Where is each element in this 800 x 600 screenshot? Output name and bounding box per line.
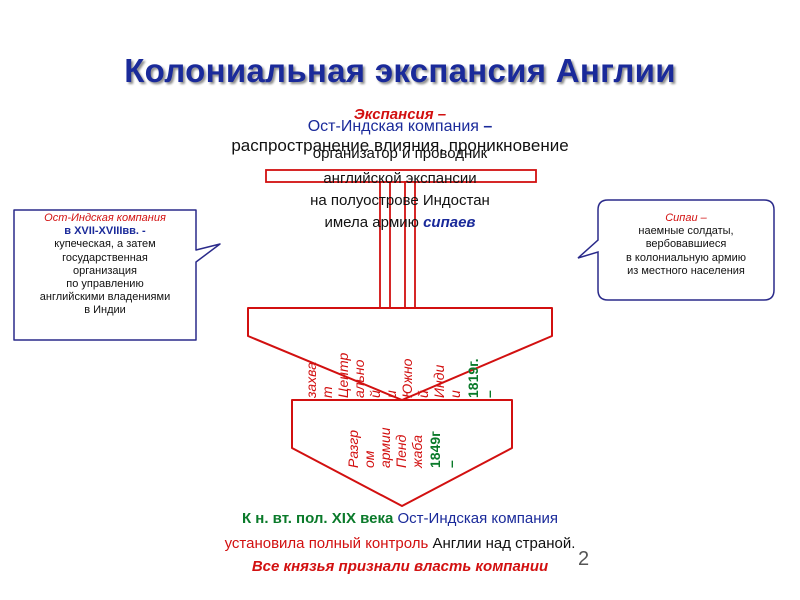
summary-line-1: К н. вт. пол. XIX века Ост-Индская компа… <box>0 510 800 527</box>
left-callout-line: английскими владениями <box>39 291 171 304</box>
expansion-definition: распространение влияния, проникновение <box>231 136 569 155</box>
left-callout-line: по управлению <box>66 278 144 291</box>
company-name: Ост-Индская компания <box>307 118 479 135</box>
event-1819-text: захва т Центр ально й и Южно й Инди и <box>303 352 463 398</box>
event-1819-year: 1819г. – <box>465 358 497 398</box>
company-heading: Ост-Индская компания – <box>250 118 550 136</box>
summary-line-2: установила полный контроль Англии над ст… <box>0 535 800 552</box>
event-1849: Разгр ом армии Пенд жаба 1849г – <box>296 408 508 468</box>
left-callout-line: государственная <box>62 251 148 264</box>
company-line-5-prefix: имела армию <box>324 214 424 231</box>
company-dash: – <box>478 118 493 135</box>
left-callout: Ост-Индская компания в XVII-XVIIIвв. - к… <box>16 212 194 318</box>
summary-country: Англии над страной. <box>428 535 576 552</box>
right-callout-line: в колониальную армию <box>626 251 746 264</box>
left-callout-title: Ост-Индская компания <box>44 212 166 224</box>
company-line-5: имела армию сипаев <box>220 214 580 231</box>
right-callout-line: наемные солдаты, <box>638 225 734 238</box>
event-1849-text: Разгр ом армии Пенд жаба <box>345 427 425 468</box>
page-title: Колониальная экспансия Англии <box>124 52 676 89</box>
right-callout-box <box>577 199 775 301</box>
event-1819: захва т Центр ально й и Южно й Инди и 18… <box>254 318 546 398</box>
right-callout-line: из местного населения <box>627 264 745 277</box>
left-callout-line: купеческая, а затем <box>54 238 156 251</box>
right-callout-line: вербовавшиеся <box>645 238 727 251</box>
sepoy-highlight: сипаев <box>423 214 476 231</box>
header-bar <box>265 169 537 183</box>
arrow-shape-1819 <box>247 307 553 401</box>
right-callout: Сипаи – наемные солдаты, вербовавшиеся в… <box>602 212 770 278</box>
right-callout-title: Сипаи – <box>665 212 707 224</box>
left-callout-box <box>13 209 221 341</box>
summary-company: Ост-Индская компания <box>393 510 559 527</box>
left-callout-period: в XVII-XVIIIвв. - <box>64 225 146 238</box>
summary-control: установила полный контроль <box>224 535 429 552</box>
left-callout-line: организация <box>73 264 137 277</box>
left-callout-line: в Индии <box>84 304 126 317</box>
company-line-3: английской экспансии <box>323 170 477 187</box>
company-line-4: на полуострове Индостан <box>310 192 490 209</box>
event-1849-year: 1849г – <box>427 431 459 468</box>
page-number: 2 <box>578 548 590 570</box>
summary-line-3: Все князья признали власть компании <box>251 558 549 575</box>
arrow-shape-1849 <box>291 399 513 507</box>
company-line-2: организатор и проводник <box>312 145 488 162</box>
summary-period: К н. вт. пол. XIX века <box>241 510 394 527</box>
expansion-term: Экспансия – <box>353 106 447 123</box>
